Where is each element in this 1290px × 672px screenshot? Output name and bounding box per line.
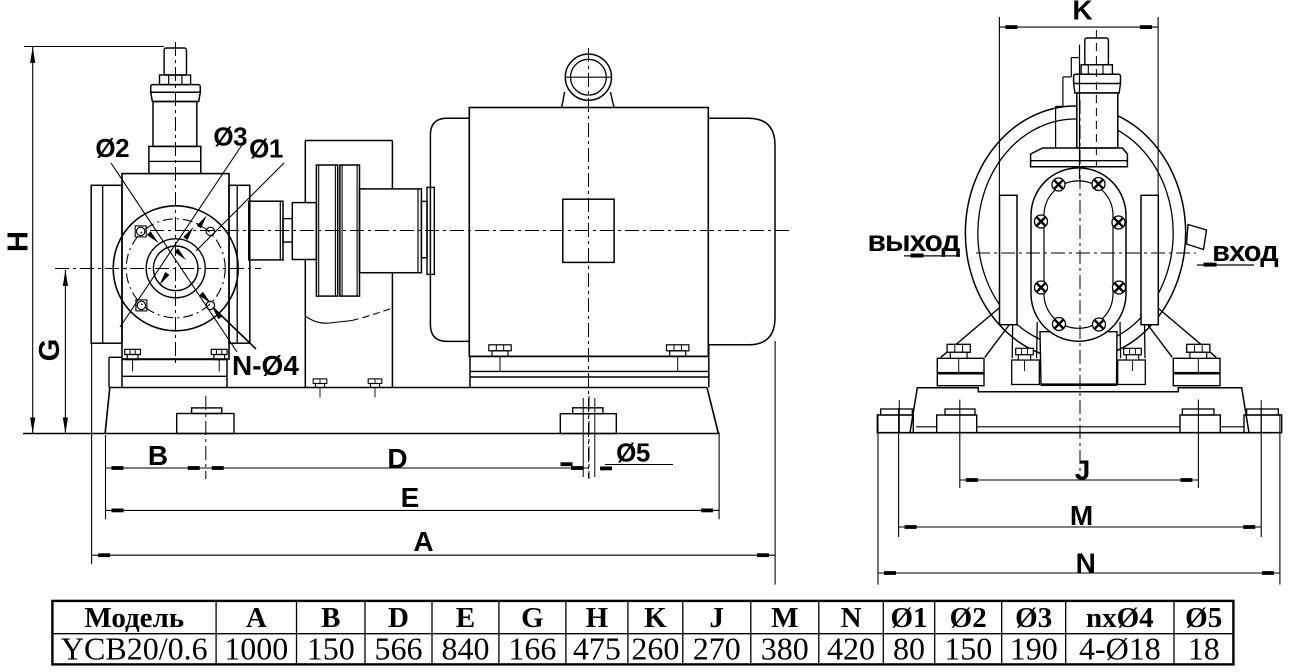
svg-text:N: N xyxy=(841,602,862,634)
svg-text:выход: выход xyxy=(868,225,961,258)
svg-text:270: 270 xyxy=(693,631,741,667)
svg-text:Модель: Модель xyxy=(84,602,184,634)
svg-text:Ø3: Ø3 xyxy=(213,122,247,152)
svg-text:H: H xyxy=(3,231,35,252)
svg-text:E: E xyxy=(401,482,420,513)
svg-text:4-Ø18: 4-Ø18 xyxy=(1079,631,1161,667)
svg-text:K: K xyxy=(1072,0,1092,26)
svg-text:M: M xyxy=(771,602,798,634)
svg-text:Ø3: Ø3 xyxy=(1015,602,1052,634)
svg-text:J: J xyxy=(1075,455,1091,486)
svg-text:380: 380 xyxy=(761,631,809,667)
svg-text:A: A xyxy=(413,526,433,557)
svg-text:166: 166 xyxy=(508,631,556,667)
svg-text:G: G xyxy=(521,602,544,634)
svg-text:B: B xyxy=(148,440,168,471)
svg-text:80: 80 xyxy=(893,631,925,667)
svg-text:Ø1: Ø1 xyxy=(249,134,283,164)
svg-text:A: A xyxy=(246,602,267,634)
svg-text:B: B xyxy=(321,602,340,634)
svg-text:D: D xyxy=(388,602,409,634)
svg-text:J: J xyxy=(710,602,725,634)
svg-text:Ø1: Ø1 xyxy=(890,602,927,634)
svg-text:nxØ4: nxØ4 xyxy=(1086,602,1154,634)
svg-text:1000: 1000 xyxy=(224,631,288,667)
svg-text:475: 475 xyxy=(573,631,621,667)
svg-text:K: K xyxy=(644,602,667,634)
svg-text:M: M xyxy=(1070,500,1093,531)
svg-text:420: 420 xyxy=(827,631,875,667)
svg-text:вход: вход xyxy=(1212,236,1278,268)
svg-text:E: E xyxy=(456,602,475,634)
svg-text:190: 190 xyxy=(1010,631,1058,667)
svg-text:H: H xyxy=(586,602,609,634)
svg-text:N: N xyxy=(1076,548,1096,579)
svg-text:260: 260 xyxy=(631,631,679,667)
svg-text:G: G xyxy=(34,339,66,362)
svg-text:YCB20/0.6: YCB20/0.6 xyxy=(61,631,208,667)
svg-text:Ø2: Ø2 xyxy=(95,133,129,163)
svg-text:840: 840 xyxy=(441,631,489,667)
svg-text:Ø2: Ø2 xyxy=(950,602,987,634)
svg-text:150: 150 xyxy=(944,631,992,667)
svg-text:Ø5: Ø5 xyxy=(616,438,650,468)
svg-text:150: 150 xyxy=(307,631,355,667)
svg-text:566: 566 xyxy=(375,631,423,667)
svg-text:18: 18 xyxy=(1188,631,1220,667)
svg-text:N-Ø4: N-Ø4 xyxy=(232,350,299,381)
svg-text:D: D xyxy=(387,443,407,474)
svg-text:Ø5: Ø5 xyxy=(1185,602,1222,634)
